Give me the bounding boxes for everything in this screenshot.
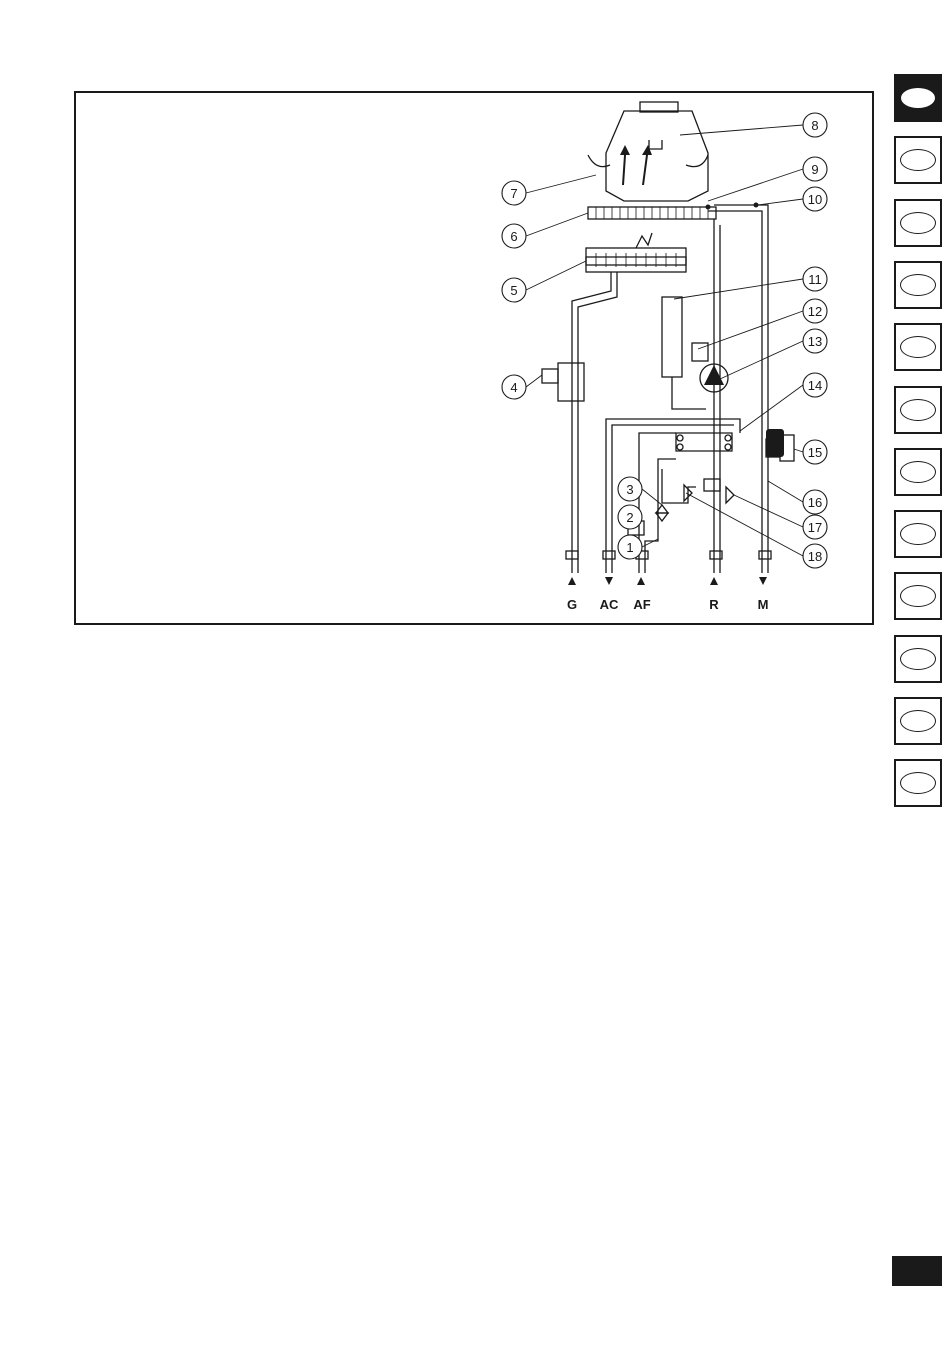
callout-1: 1 [618,535,642,559]
flue-deflector-right [686,155,708,167]
callout-13: 13 [803,329,827,353]
language-tab-9[interactable] [894,572,942,620]
language-tab-3[interactable] [894,199,942,247]
svg-text:13: 13 [808,334,822,349]
svg-text:12: 12 [808,304,822,319]
callout-3: 3 [618,477,642,501]
gauge-body [766,429,784,457]
gas-valve [558,363,584,401]
plate-heat-exchanger [676,433,732,451]
oval-icon [900,461,936,483]
arrow-G [568,577,576,585]
oval-icon [900,523,936,545]
language-tab-1[interactable] [894,74,942,122]
svg-text:9: 9 [811,162,818,177]
language-tab-4[interactable] [894,261,942,309]
diagram-frame: 1 2 3 4 5 6 7 8 9 10 11 12 13 14 15 16 1… [74,91,874,625]
drain-valve [704,479,720,491]
stub-AC [603,551,615,559]
page-number-box [892,1256,942,1286]
flue-arrow-right [642,145,652,185]
oval-icon [900,772,936,794]
check-valve [726,487,734,503]
callout-16: 16 [803,490,827,514]
ignition-electrode [636,233,652,248]
arrow-R [710,577,718,585]
connection-label-M: M [758,597,769,612]
flue-deflector-left [588,155,610,167]
svg-text:1: 1 [626,540,633,555]
svg-text:4: 4 [510,380,517,395]
boiler-hydraulic-diagram: 1 2 3 4 5 6 7 8 9 10 11 12 13 14 15 16 1… [76,93,872,623]
sensor-dot [706,205,711,210]
callout-8: 8 [803,113,827,137]
air-vent [692,343,708,361]
oval-icon [900,87,936,109]
callout-6: 6 [502,224,526,248]
callout-2: 2 [618,505,642,529]
callout-15: 15 [803,440,827,464]
pump-triangle [704,365,724,385]
connection-label-AC: AC [600,597,619,612]
svg-text:15: 15 [808,445,822,460]
svg-text:8: 8 [811,118,818,133]
oval-icon [900,585,936,607]
arrow-AF [637,577,645,585]
flue-arrow-left [620,145,630,185]
svg-text:2: 2 [626,510,633,525]
oval-icon [900,274,936,296]
oval-icon [900,648,936,670]
callout-14: 14 [803,373,827,397]
flow-pipe-right [708,205,768,573]
gas-valve-modulator [542,369,558,383]
svg-text:11: 11 [808,272,822,287]
language-tab-8[interactable] [894,510,942,558]
language-tab-6[interactable] [894,386,942,434]
callout-9: 9 [803,157,827,181]
callout-12: 12 [803,299,827,323]
callout-10: 10 [803,187,827,211]
oval-icon [900,399,936,421]
svg-text:3: 3 [626,482,633,497]
arrow-AC [605,577,613,585]
language-tab-10[interactable] [894,635,942,683]
flue-inner-mark [649,140,662,149]
callout-7: 7 [502,181,526,205]
callout-4: 4 [502,375,526,399]
language-tab-12[interactable] [894,759,942,807]
svg-text:6: 6 [510,229,517,244]
sensor-dot-2 [754,203,759,208]
heat-exchanger-fins [596,207,708,219]
svg-text:10: 10 [808,192,822,207]
callout-11: 11 [803,267,827,291]
svg-text:14: 14 [808,378,822,393]
language-tab-11[interactable] [894,697,942,745]
bypass-line [662,469,696,503]
gas-pipe [572,272,617,573]
oval-icon [900,212,936,234]
svg-text:5: 5 [510,283,517,298]
expansion-vessel [662,297,682,377]
connection-label-R: R [709,597,719,612]
language-tab-2[interactable] [894,136,942,184]
stub-M [759,551,771,559]
callout-5: 5 [502,278,526,302]
language-tab-7[interactable] [894,448,942,496]
oval-icon [900,336,936,358]
connection-label-G: G [567,597,577,612]
oval-icon [900,149,936,171]
callout-18: 18 [803,544,827,568]
svg-text:7: 7 [510,186,517,201]
language-tab-5[interactable] [894,323,942,371]
svg-text:17: 17 [808,520,822,535]
flue-hood [606,111,708,201]
arrow-M [759,577,767,585]
callout-17: 17 [803,515,827,539]
oval-icon [900,710,936,732]
connection-label-AF: AF [633,597,650,612]
return-pipe [714,219,720,573]
svg-text:16: 16 [808,495,822,510]
svg-text:18: 18 [808,549,822,564]
